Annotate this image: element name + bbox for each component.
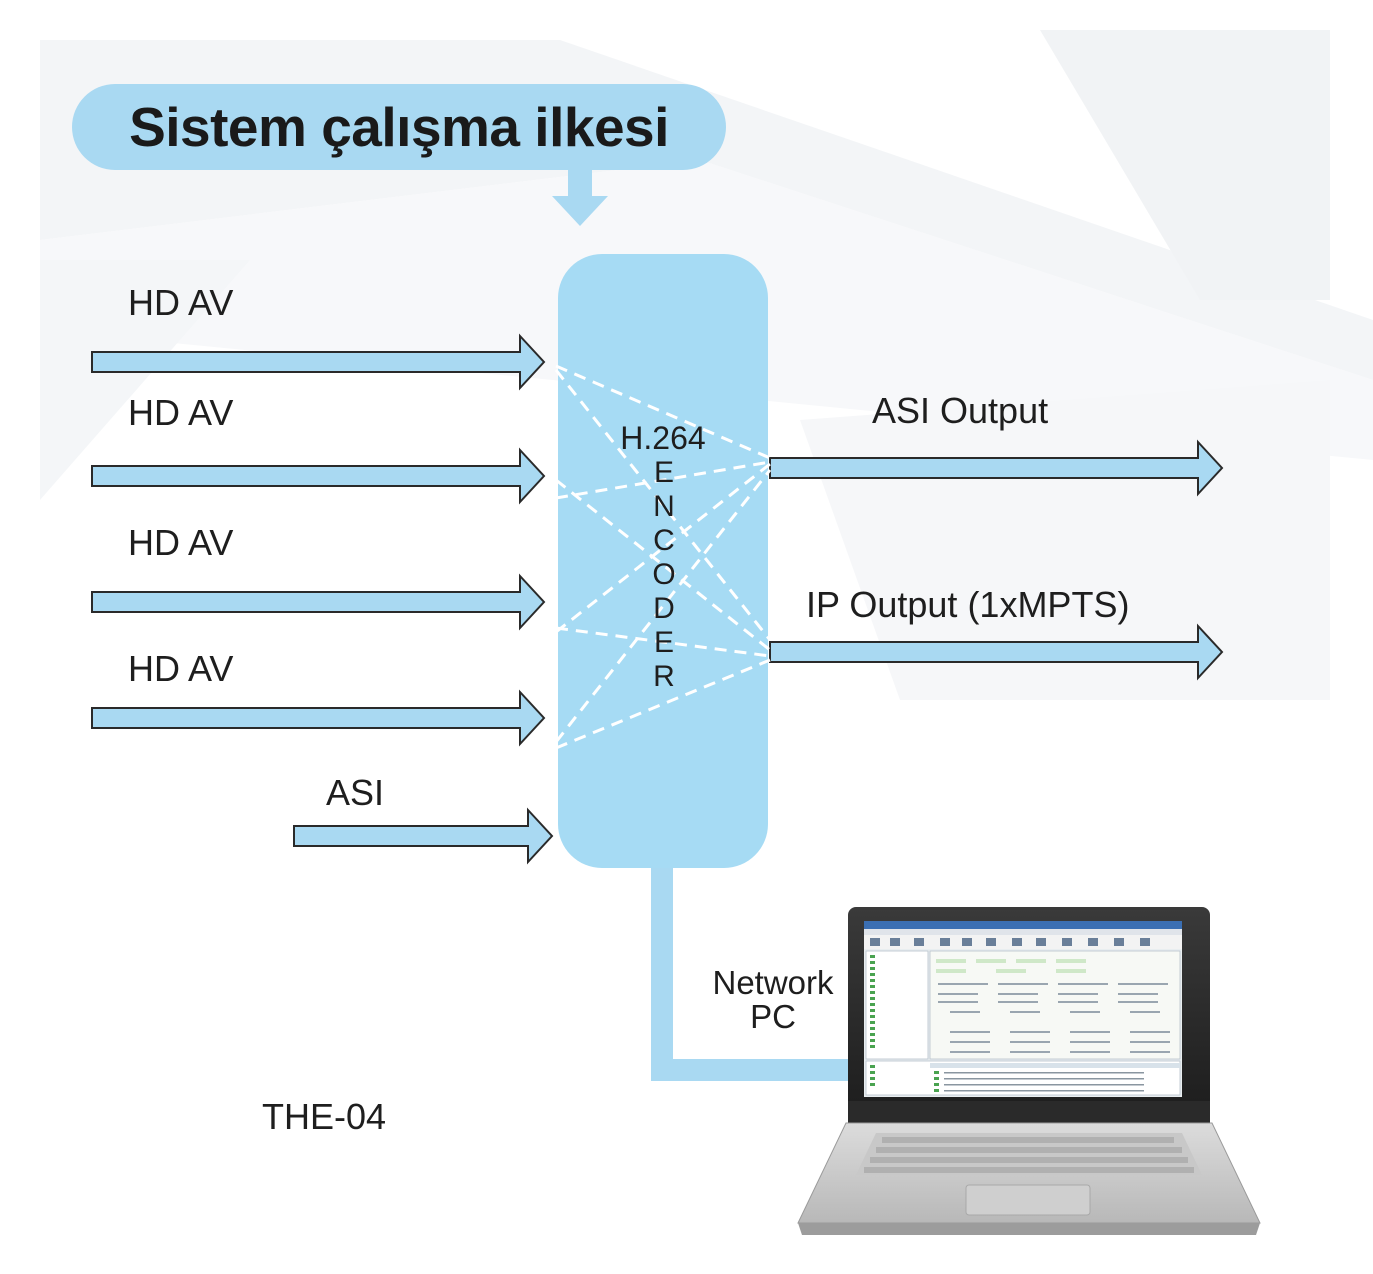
- network-label-line2: PC: [750, 998, 796, 1035]
- encoder-letter: C: [653, 524, 675, 557]
- encoder-letter: E: [653, 626, 674, 659]
- network-label-line1: Network: [712, 964, 834, 1001]
- input-arrow-1: [91, 333, 546, 391]
- encoder-letter: N: [653, 490, 675, 523]
- network-pc-label: Network PC: [700, 966, 846, 1034]
- output-arrow-ip: [769, 623, 1224, 681]
- input-label-4: HD AV: [128, 648, 234, 689]
- encoder-letter: D: [653, 592, 675, 625]
- input-label-3: HD AV: [128, 522, 234, 563]
- encoder-block: [558, 254, 768, 868]
- title-banner: Sistem çalışma ilkesi: [72, 84, 726, 170]
- input-label-asi: ASI: [326, 772, 385, 813]
- input-arrow-2: [91, 447, 546, 505]
- title-down-arrow: [552, 168, 608, 226]
- encoder-letter: R: [653, 660, 675, 693]
- input-label-1: HD AV: [128, 282, 234, 323]
- network-cable: [651, 866, 860, 1081]
- encoder-codec-label: H.264: [620, 420, 706, 456]
- output-arrow-asi: [769, 439, 1224, 497]
- input-arrow-3: [91, 573, 546, 631]
- encoder-letter: E: [653, 456, 674, 489]
- input-arrow-asi: [293, 807, 554, 865]
- laptop-icon: [797, 907, 1261, 1235]
- output-label-asi: ASI Output: [872, 390, 1049, 431]
- output-label-ip: IP Output (1xMPTS): [806, 584, 1130, 625]
- diagram-title: Sistem çalışma ilkesi: [129, 96, 669, 158]
- input-arrow-4: [91, 689, 546, 747]
- model-label: THE-04: [262, 1096, 387, 1137]
- input-label-2: HD AV: [128, 392, 234, 433]
- encoder-vertical-label: E N C O D E R: [648, 456, 680, 694]
- encoder-letter: O: [652, 558, 676, 591]
